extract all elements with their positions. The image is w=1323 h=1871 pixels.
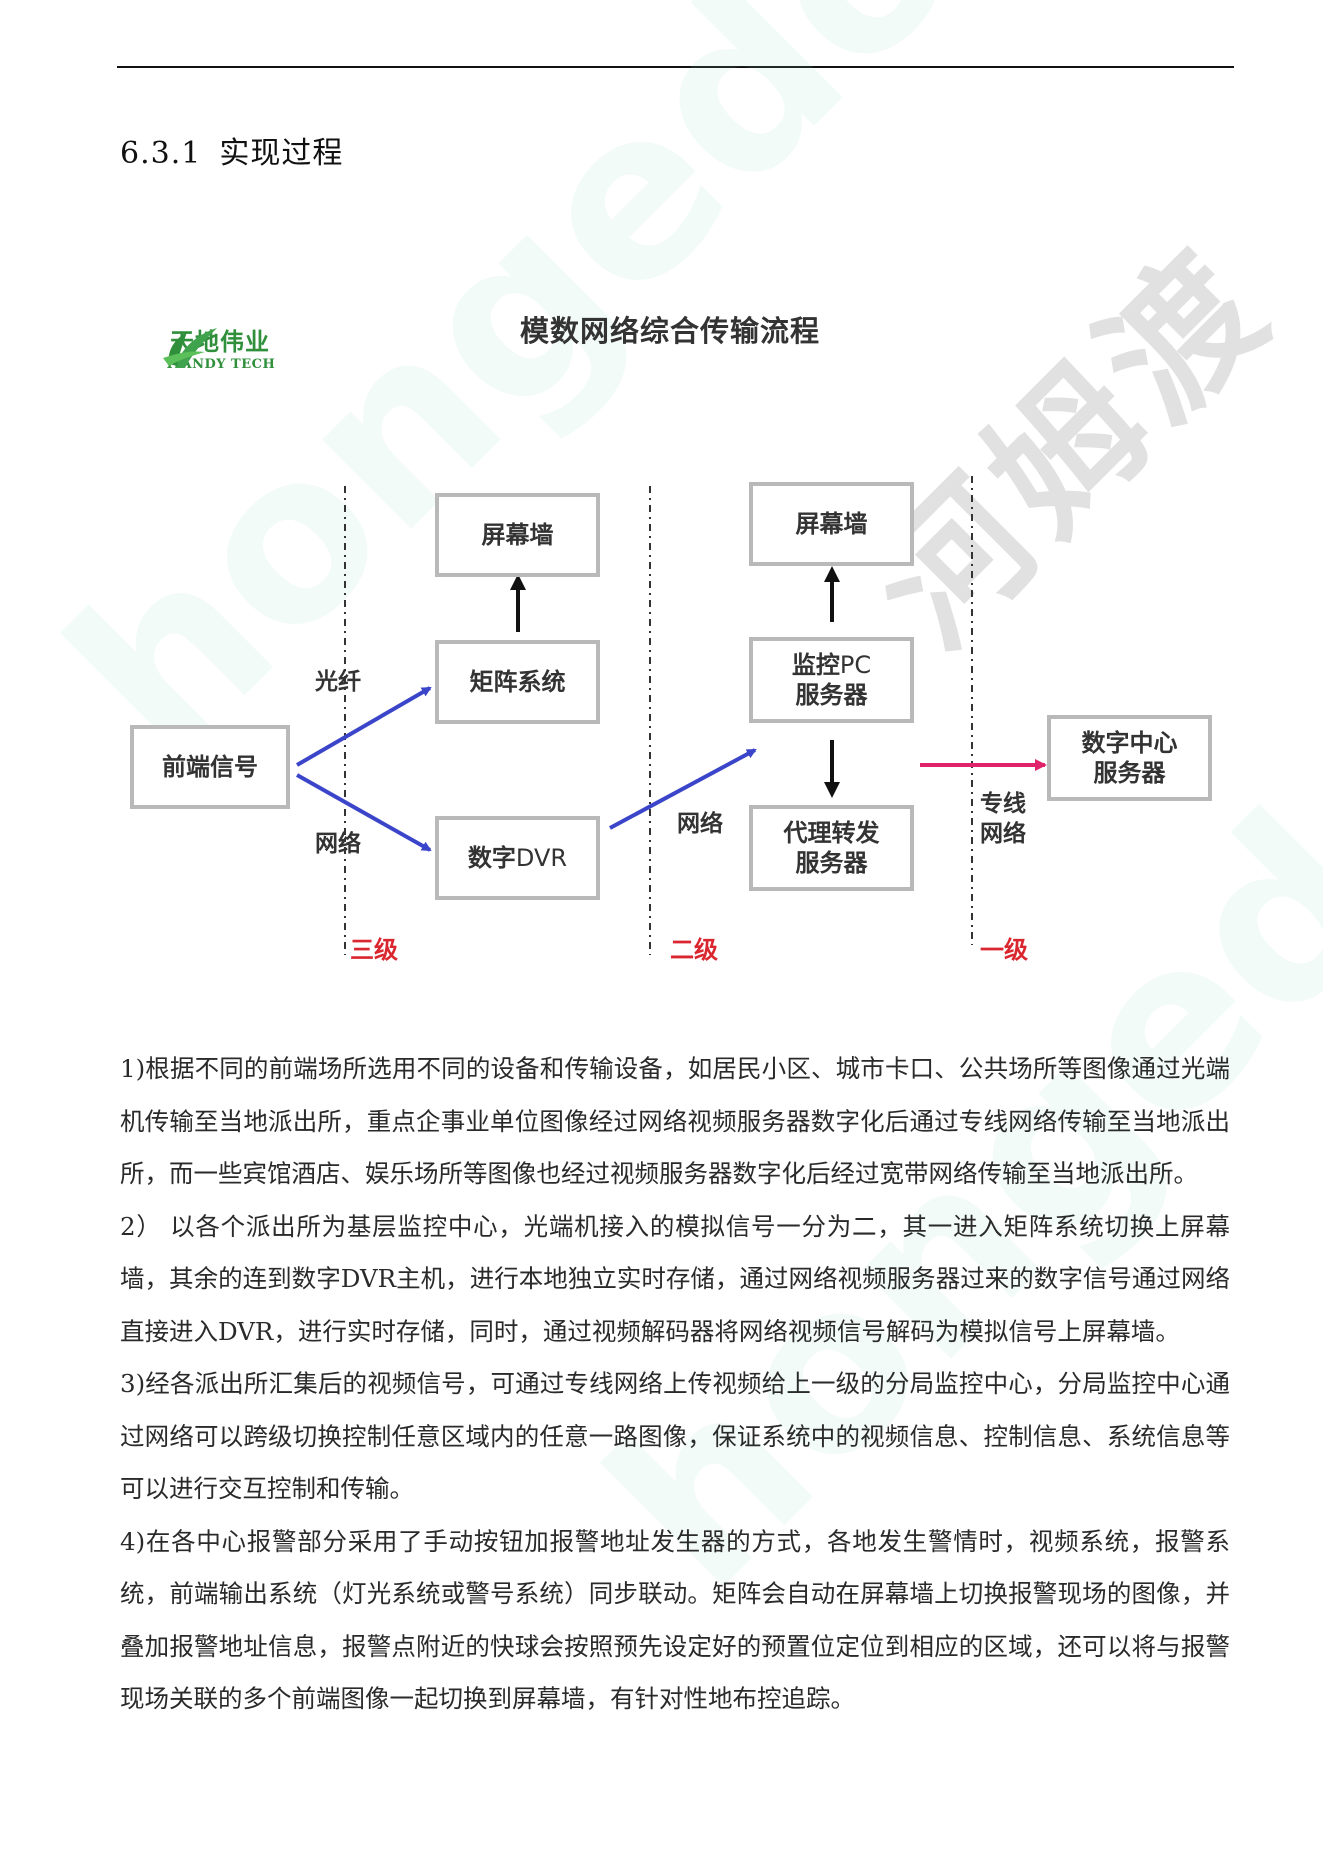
transmission-flow-diagram: 天地伟业 TIANDY TECH 模数网络综合传输流程 前端信号 屏幕墙 矩阵系… (125, 290, 1235, 990)
node-proxy-server: 代理转发服务器 (749, 805, 914, 891)
node-screen-wall: 屏幕墙 (749, 482, 914, 566)
body-text: 1)根据不同的前端场所选用不同的设备和传输设备，如居民小区、城市卡口、公共场所等… (120, 1043, 1230, 1726)
paragraph: 2） 以各个派出所为基层监控中心，光端机接入的模拟信号一分为二，其一进入矩阵系统… (120, 1211, 1230, 1346)
label-network: 网络 (315, 831, 361, 857)
paragraph: 1)根据不同的前端场所选用不同的设备和传输设备，如居民小区、城市卡口、公共场所等… (120, 1054, 1230, 1188)
node-digital-dvr: 数字DVR (435, 816, 600, 900)
label-fiber: 光纤 (315, 669, 361, 695)
section-heading: 6.3.1 实现过程 (120, 128, 343, 172)
section-number: 6.3.1 (120, 136, 202, 171)
section-title: 实现过程 (219, 136, 344, 171)
node-screen-wall: 屏幕墙 (435, 493, 600, 577)
paragraph: 4)在各中心报警部分采用了手动按钮加报警地址发生器的方式，各地发生警情时，视频系… (120, 1526, 1230, 1714)
leaf-icon (163, 328, 217, 368)
level-one: 一级 (980, 936, 1028, 964)
diagram-title: 模数网络综合传输流程 (520, 314, 821, 348)
level-three: 三级 (350, 936, 398, 964)
arrow-network (609, 748, 757, 830)
arrow-network (296, 773, 432, 852)
arrow-fiber (295, 686, 432, 767)
diagram-connectors (295, 476, 1047, 955)
logo-text-en: TIANDY TECH (164, 357, 276, 372)
node-matrix: 矩阵系统 (435, 640, 600, 724)
node-digital-center-server: 数字中心服务器 (1047, 715, 1212, 801)
arrow-up-head (824, 566, 840, 582)
label-dedicated-network: 专线网络 (980, 791, 1026, 847)
node-frontend: 前端信号 (130, 725, 290, 809)
tiandy-logo: 天地伟业 TIANDY TECH (155, 320, 285, 372)
arrow-up-head (510, 574, 526, 590)
paragraph: 3)经各派出所汇集后的视频信号，可通过专线网络上传视频给上一级的分局监控中心，分… (120, 1369, 1230, 1503)
level-two: 二级 (670, 936, 718, 964)
header-rule (117, 66, 1234, 68)
arrow-down-head (824, 782, 840, 798)
label-network: 网络 (677, 811, 723, 837)
